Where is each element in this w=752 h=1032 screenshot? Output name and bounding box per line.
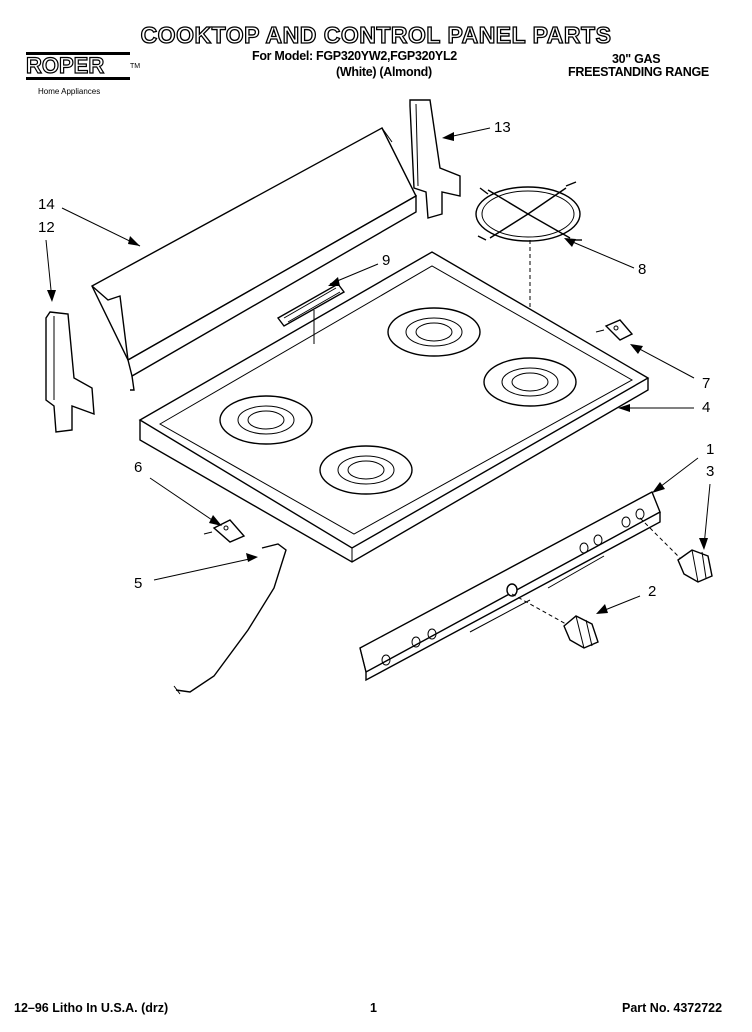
footer-part-number: Part No. 4372722: [622, 1001, 723, 1015]
part-12-left-side-trim: [45, 311, 95, 433]
range-type: FREESTANDING RANGE: [568, 65, 709, 79]
page-title: COOKTOP AND CONTROL PANEL PARTS: [140, 21, 612, 48]
callout-4: 4: [702, 399, 711, 416]
callout-14: 14: [38, 196, 55, 213]
part-4-cooktop: [138, 251, 650, 563]
brand-logo: ROPER TM: [25, 52, 140, 80]
model-colors: (White) (Almond): [336, 65, 432, 79]
part-8-burner-grate: [475, 181, 582, 242]
logo-rule-top: [26, 52, 130, 55]
model-numbers: For Model: FGP320YW2,FGP320YL2: [252, 49, 457, 63]
leader-lines: [45, 127, 711, 614]
part-14-backguard: [91, 127, 417, 391]
logo-rule-bottom: [26, 77, 130, 80]
callout-7: 7: [702, 375, 711, 392]
brand-subtitle: Home Appliances: [38, 87, 101, 96]
knob-3-leader-dashed: [639, 517, 681, 559]
footer-page-number: 1: [370, 1001, 377, 1015]
part-13-right-side-trim: [409, 99, 461, 219]
callout-6: 6: [134, 459, 143, 476]
footer-print-info: 12–96 Litho In U.S.A. (drz): [14, 1001, 169, 1015]
callout-5: 5: [134, 575, 143, 592]
range-size: 30" GAS: [612, 52, 661, 66]
callout-3: 3: [706, 463, 715, 480]
part-5-wire-rod: [173, 543, 287, 695]
part-9-vent-grille: [276, 283, 346, 344]
brand-trademark: TM: [130, 63, 141, 70]
brand-name: ROPER: [25, 53, 105, 78]
callout-13: 13: [494, 119, 511, 136]
part-3-knob: [677, 549, 713, 583]
part-6-bracket: [203, 519, 246, 543]
knob-2-leader-dashed: [511, 593, 567, 625]
callout-9: 9: [382, 252, 391, 269]
callout-1: 1: [706, 441, 715, 458]
callout-12: 12: [38, 219, 55, 236]
part-2-knob: [563, 615, 599, 649]
callout-8: 8: [638, 261, 647, 278]
callout-2: 2: [648, 583, 657, 600]
part-1-control-panel: [359, 491, 661, 682]
part-7-bracket: [595, 319, 634, 341]
